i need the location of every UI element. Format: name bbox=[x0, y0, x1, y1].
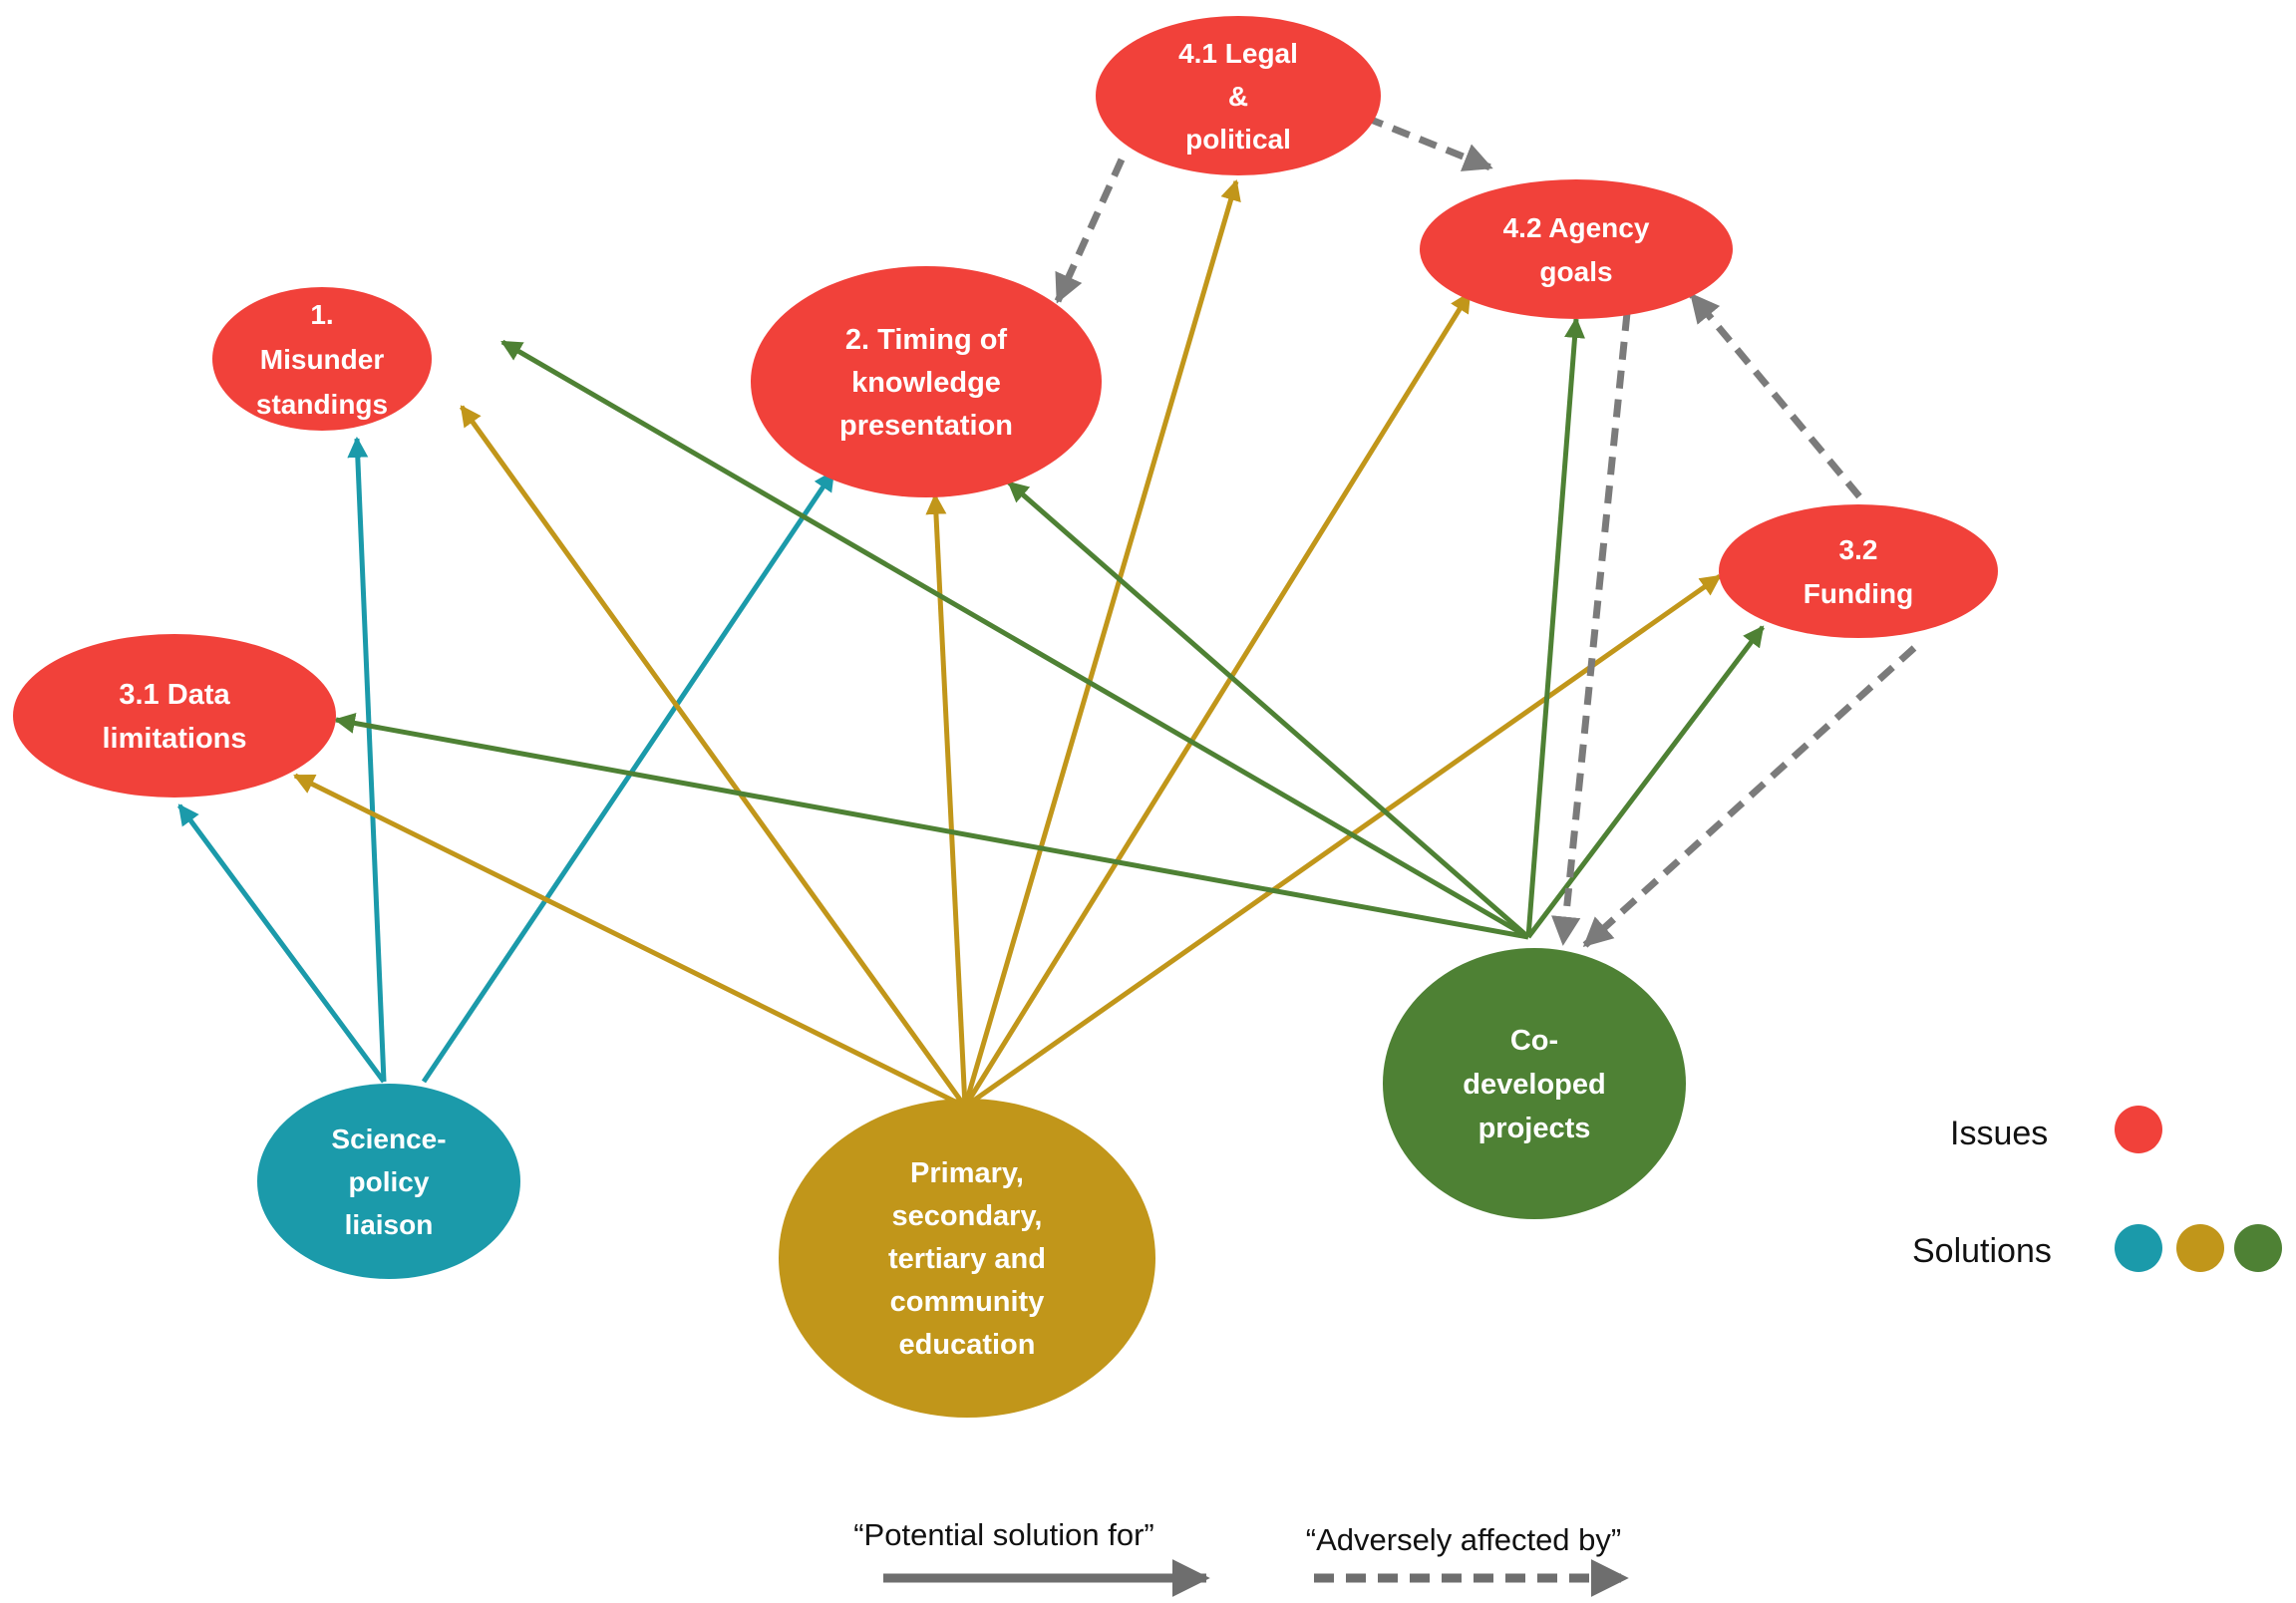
node-education-label-line: education bbox=[899, 1329, 1036, 1361]
legend-solution-dot-green bbox=[2234, 1224, 2282, 1272]
legend: Issues Solutions “Potential solution for… bbox=[853, 1106, 2282, 1597]
node-misunderstandings-label-line: 1. bbox=[310, 299, 333, 330]
legend-solutions-label: Solutions bbox=[1912, 1232, 2052, 1270]
node-funding-label-line: Funding bbox=[1804, 578, 1913, 609]
node-education-label-line: tertiary and bbox=[888, 1243, 1046, 1275]
node-education-shape bbox=[779, 1099, 1155, 1418]
nodes-layer: 1. Misunder standings 2. Timing of knowledge… bbox=[13, 16, 1998, 1418]
node-education: Primary, secondary, tertiary and community e… bbox=[779, 1099, 1155, 1418]
legend-issue-dot bbox=[2115, 1106, 2162, 1153]
node-science-shape bbox=[257, 1084, 520, 1279]
node-misunderstandings-label-line: Misunder bbox=[260, 344, 385, 375]
node-science-label-line: liaison bbox=[345, 1209, 434, 1240]
node-timing-label-line: knowledge bbox=[851, 367, 1001, 399]
node-agency-label-line: 4.2 Agency bbox=[1503, 212, 1650, 243]
node-codeveloped: Co-developed projects bbox=[1383, 948, 1686, 1219]
node-science-label-line: Science- bbox=[331, 1123, 446, 1154]
node-codeveloped-label-line: projects bbox=[1478, 1113, 1591, 1144]
node-legal-label-line: & bbox=[1228, 81, 1248, 112]
legend-issues-label: Issues bbox=[1950, 1115, 2048, 1152]
edge-legal-to-timing bbox=[1054, 158, 1126, 304]
node-data-shape bbox=[13, 634, 336, 798]
edge-codeveloped-to-funding bbox=[1526, 625, 1765, 939]
node-codeveloped-label-line: developed bbox=[1463, 1069, 1605, 1101]
legend-solid-label: “Potential solution for” bbox=[853, 1517, 1154, 1552]
node-education-label-line: Primary, bbox=[910, 1157, 1024, 1189]
edge-codeveloped-to-misunderstandings bbox=[500, 339, 1530, 940]
node-agency-label-line: goals bbox=[1539, 256, 1612, 287]
edge-science-to-misunderstandings bbox=[347, 436, 387, 1083]
node-data-label-line: 3.1 Data bbox=[119, 679, 230, 711]
node-education-label-line: community bbox=[890, 1286, 1045, 1318]
edge-codeveloped-to-agency bbox=[1525, 316, 1586, 938]
edge-science-to-data bbox=[176, 803, 387, 1084]
node-legal: 4.1 Legal & political bbox=[1096, 16, 1381, 175]
edge-education-to-timing bbox=[925, 492, 968, 1108]
edge-codeveloped-to-data bbox=[333, 713, 1529, 940]
edge-codeveloped-to-timing bbox=[1007, 481, 1530, 939]
node-misunderstandings-shape bbox=[212, 287, 432, 431]
edge-funding-to-agency bbox=[1689, 292, 1862, 499]
node-timing-shape bbox=[751, 266, 1102, 497]
node-timing-label-line: presentation bbox=[839, 410, 1013, 442]
node-timing-label-line: 2. Timing of bbox=[845, 324, 1008, 356]
edge-education-to-misunderstandings bbox=[459, 405, 968, 1109]
node-timing: 2. Timing of knowledge presentation bbox=[751, 266, 1102, 497]
legend-dashed-label: “Adversely affected by” bbox=[1306, 1522, 1621, 1557]
node-codeveloped-shape bbox=[1383, 948, 1686, 1219]
node-codeveloped-label-line: Co- bbox=[1510, 1025, 1558, 1057]
node-misunderstandings: 1. Misunder standings bbox=[212, 287, 432, 431]
node-science: Science-policy liaison bbox=[257, 1084, 520, 1279]
edge-education-to-legal bbox=[962, 178, 1241, 1108]
edges-layer bbox=[176, 114, 1917, 1110]
node-data-label-line: limitations bbox=[102, 723, 246, 755]
node-funding-label-line: 3.2 bbox=[1839, 534, 1878, 565]
node-legal-label-line: political bbox=[1185, 124, 1291, 155]
legend-solution-dot-teal bbox=[2115, 1224, 2162, 1272]
node-legal-shape bbox=[1096, 16, 1381, 175]
node-misunderstandings-label-line: standings bbox=[256, 389, 388, 420]
edge-funding-to-codeveloped bbox=[1582, 645, 1917, 948]
legend-solution-dot-gold bbox=[2176, 1224, 2224, 1272]
edge-science-to-timing bbox=[421, 470, 836, 1084]
edge-legal-to-agency bbox=[1364, 114, 1493, 171]
node-data: 3.1 Data limitations bbox=[13, 634, 336, 798]
edge-agency-to-codeveloped bbox=[1551, 312, 1631, 946]
edge-education-to-agency bbox=[962, 291, 1473, 1109]
edge-education-to-data bbox=[293, 773, 967, 1110]
node-legal-label-line: 4.1 Legal bbox=[1178, 38, 1298, 69]
node-agency: 4.2 Agency goals bbox=[1420, 179, 1733, 319]
node-science-label-line: policy bbox=[349, 1166, 430, 1197]
node-education-label-line: secondary, bbox=[892, 1200, 1043, 1232]
node-funding-shape bbox=[1719, 504, 1998, 638]
node-agency-shape bbox=[1420, 179, 1733, 319]
